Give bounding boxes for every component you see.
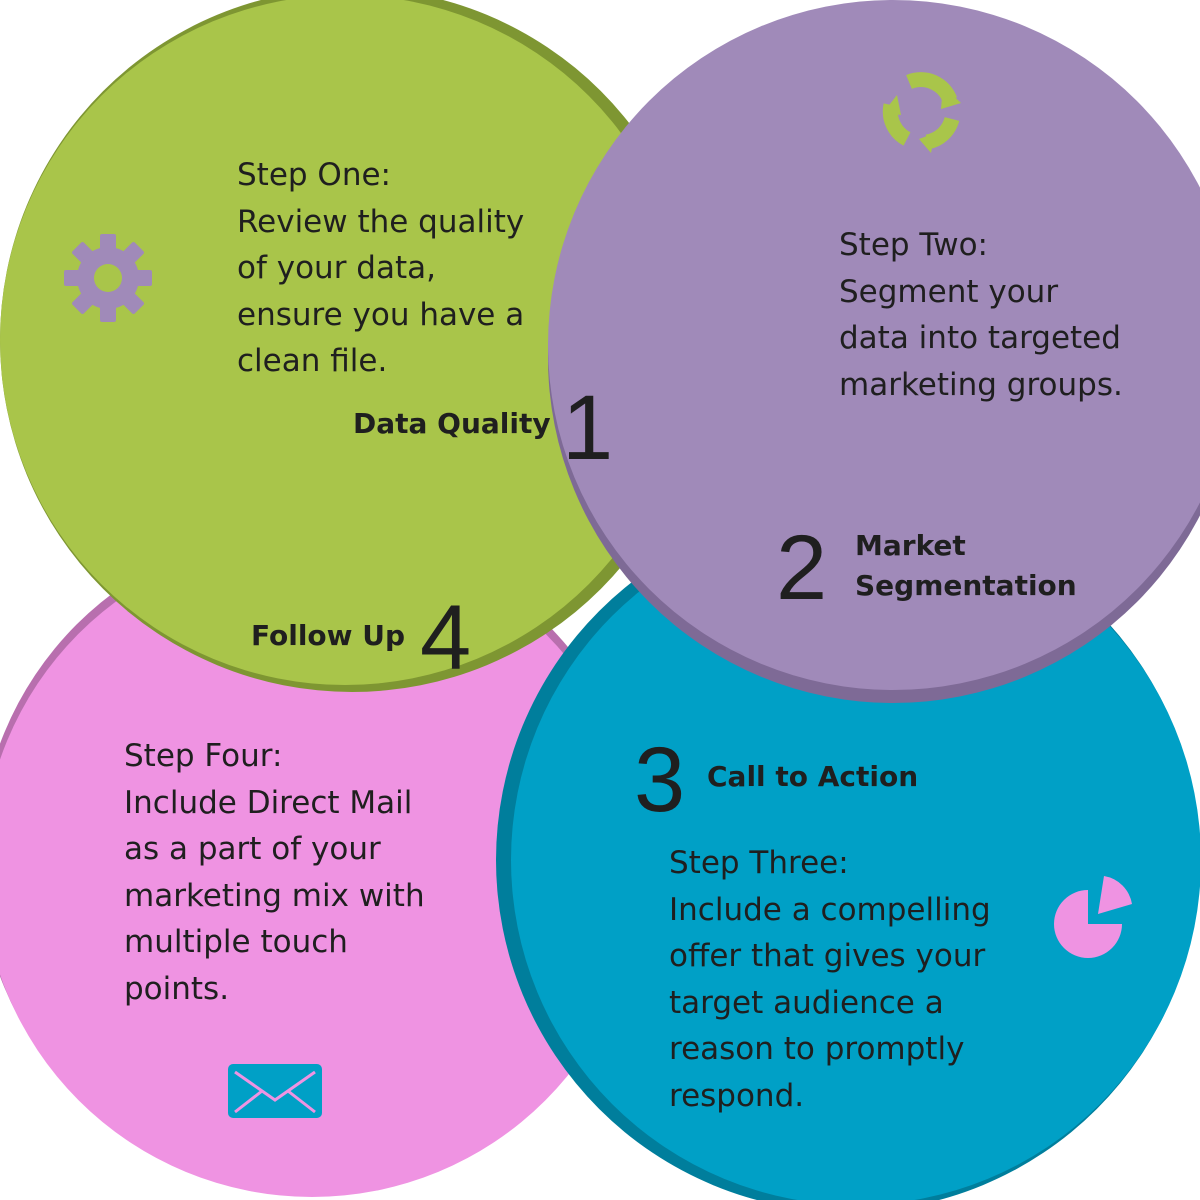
circle-step-2 xyxy=(548,0,1200,690)
step-1-text: Step One: Review the quality of your dat… xyxy=(237,157,525,379)
gear-icon xyxy=(64,234,152,322)
step-4-text: Step Four: Include Direct Mail as a part… xyxy=(124,738,425,1007)
step-2-label: Market Segmentation xyxy=(855,529,1077,602)
circle-step-3 xyxy=(511,515,1200,1200)
step-2-text: Step Two: Segment your data into targete… xyxy=(839,227,1123,403)
step-4-label: Follow Up xyxy=(251,619,406,652)
envelope-icon xyxy=(228,1064,322,1118)
circle-step-4 xyxy=(0,537,642,1197)
step-4-number: 4 xyxy=(420,587,472,689)
circle-step-1 xyxy=(0,0,690,685)
step-3-label: Call to Action xyxy=(707,760,919,793)
step-3-text: Step Three: Include a compelling offer t… xyxy=(669,845,991,1114)
step-2-number: 2 xyxy=(776,517,828,619)
pie-chart-icon xyxy=(1054,876,1132,958)
step-1-label: Data Quality xyxy=(353,407,551,440)
recycle-arrows-icon xyxy=(882,72,961,153)
step-3-number: 3 xyxy=(634,729,686,831)
step-1-number: 1 xyxy=(562,377,614,479)
